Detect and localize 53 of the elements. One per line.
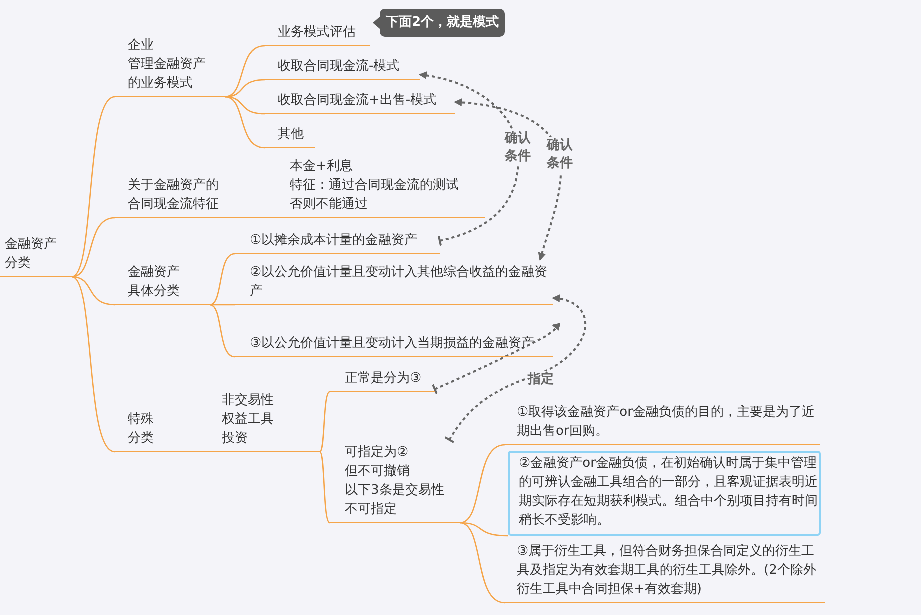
topic-text: 管理金融资产 [128, 56, 206, 74]
topic-text: ③属于衍生工具，但符合财务担保合同定义的衍生工具及指定为有效套期工具的衍生工具除外。(2个除外衍生工具中合同担保+有效套期) [517, 543, 818, 599]
topic-text: 合同现金流特征 [128, 196, 220, 214]
branch-line [320, 452, 330, 524]
topic-text: 否则不能通过 [290, 196, 369, 214]
topic-text: 特征：通过合同现金流的测试 [290, 177, 459, 195]
topic-text: 非交易性 [222, 392, 274, 410]
branch-line [72, 276, 116, 453]
topic-text: ③以公允价值计量且变动计入当期损益的金融资产 [250, 335, 536, 353]
topic-text: 收取合同现金流+出售-模式 [278, 92, 437, 110]
branch-line [460, 444, 506, 524]
topic-text: 收取合同现金流-模式 [278, 58, 400, 76]
branch-line [210, 304, 235, 306]
topic-text: 金融资产 [5, 236, 57, 254]
topic-text: 业务模式评估 [278, 24, 356, 42]
topic-text: 不可指定 [345, 501, 398, 519]
topic-box [508, 451, 821, 536]
dashed-arrow [444, 295, 586, 444]
topic-text: 正常是分为③ [345, 370, 422, 388]
topic-text: 可指定为② [345, 444, 410, 462]
topic-text: ①取得该金融资产or金融负债的目的，主要是为了近期出售or回购。 [517, 404, 816, 441]
topic-text: 但不可撤销 [345, 463, 411, 481]
topic-text: 以下3条是交易性 [345, 482, 444, 500]
topic-text: 企业 [128, 37, 155, 55]
dashed-arrow [432, 323, 561, 395]
branch-line [460, 522, 506, 604]
branch-line [72, 217, 116, 278]
topic-text: ②金融资产or金融负债，在初始确认时属于集中管理的可辨认金融工具组合的一部分，且客观证据表明近期实际存在短期获利模式。组合中个别项目持有时间稍长不受影响。 [519, 455, 819, 530]
branch-line [210, 253, 236, 306]
topic-line [115, 156, 485, 218]
branch-line [72, 96, 116, 278]
edge-label: 确认条件 [546, 137, 574, 173]
topic-text: 分类 [128, 430, 155, 448]
branch-line [224, 79, 266, 98]
dashed-arrow [419, 72, 520, 247]
topic-text: 本金+利息 [290, 158, 354, 176]
branch-line [72, 276, 116, 306]
topic-text: 分类 [5, 255, 32, 273]
topic-text: 投资 [222, 430, 249, 448]
topic-text: ①以摊余成本计量的金融资产 [250, 232, 418, 250]
topic-text: 特殊 [128, 411, 155, 429]
topic-text: 金融资产 [128, 264, 180, 282]
branch-line [224, 45, 266, 98]
topic-text: 其他 [278, 126, 304, 144]
branch-line [210, 304, 236, 358]
topic-text: 的业务模式 [128, 75, 194, 93]
topic-text: ②以公允价值计量且变动计入其他综合收益的金融资产 [250, 264, 549, 301]
branch-line [320, 391, 330, 452]
topic-text: 具体分类 [128, 283, 180, 301]
edge-label: 确认条件 [504, 130, 532, 166]
branch-line [224, 96, 266, 149]
topic-text: 权益工具 [222, 411, 274, 429]
topic-text: 关于金融资产的 [128, 177, 220, 195]
